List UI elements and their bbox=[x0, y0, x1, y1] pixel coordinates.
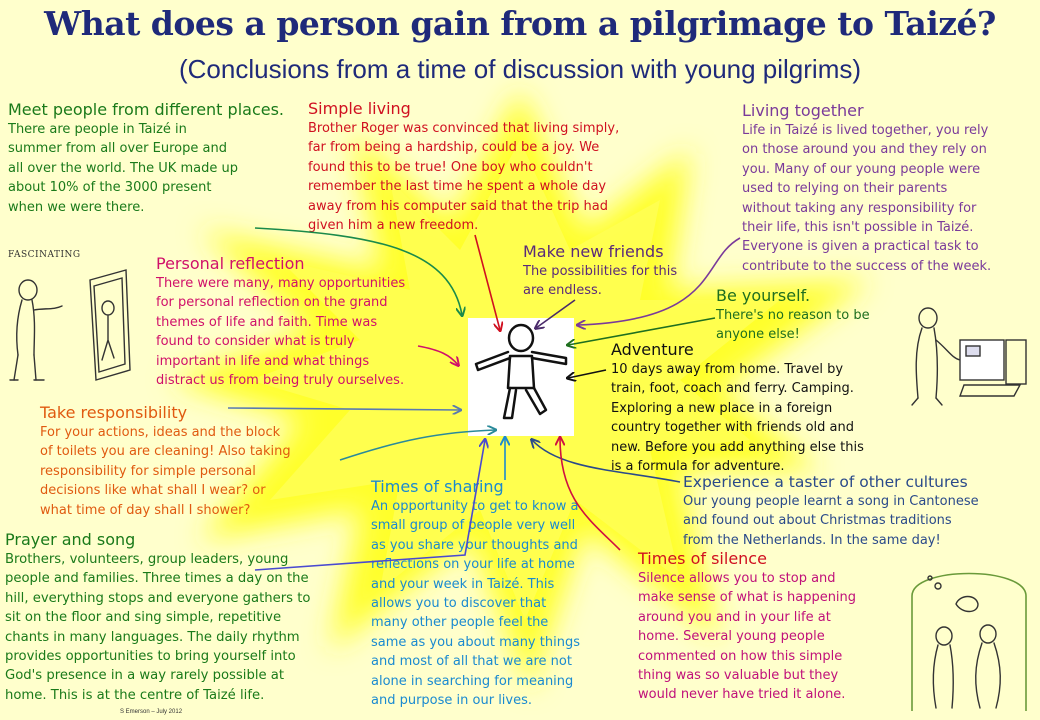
section-body: Brothers, volunteers, group leaders, you… bbox=[5, 552, 311, 703]
section-body: There's no reason to be anyone else! bbox=[716, 308, 870, 343]
section-body: Brother Roger was convinced that living … bbox=[308, 121, 620, 234]
section-heading: Make new friends bbox=[523, 242, 664, 261]
section-heading: Experience a taster of other cultures bbox=[683, 473, 968, 491]
section-times-of-sharing: Times of sharing An opportunity to get t… bbox=[371, 477, 631, 710]
section-make-friends: Make new friends The possibilities for t… bbox=[523, 242, 713, 301]
page-title: What does a person gain from a pilgrimag… bbox=[44, 4, 996, 43]
section-other-cultures: Experience a taster of other cultures Ou… bbox=[683, 472, 1038, 550]
section-body: There are people in Taizé in summer from… bbox=[8, 122, 238, 215]
man-mirror-sketch-icon bbox=[9, 269, 131, 381]
section-take-responsibility: Take responsibility For your actions, id… bbox=[40, 403, 340, 520]
section-heading: Times of sharing bbox=[371, 477, 504, 496]
section-personal-reflection: Personal reflection There were many, man… bbox=[156, 254, 456, 390]
section-body: Life in Taizé is lived together, you rel… bbox=[742, 123, 992, 274]
section-body: The possibilities for this are endless. bbox=[523, 264, 678, 299]
credit-text: S Emerson – July 2012 bbox=[120, 709, 183, 715]
section-heading: Prayer and song bbox=[5, 530, 136, 549]
section-body: An opportunity to get to know a small gr… bbox=[371, 499, 580, 709]
section-body: Our young people learnt a song in Canton… bbox=[683, 494, 979, 548]
section-heading: Personal reflection bbox=[156, 254, 305, 273]
section-heading: Take responsibility bbox=[40, 403, 188, 422]
section-times-of-silence: Times of silence Silence allows you to s… bbox=[638, 549, 898, 705]
two-people-talking-sketch-icon bbox=[911, 572, 1027, 711]
section-body: Silence allows you to stop and make sens… bbox=[638, 571, 857, 703]
section-heading: Times of silence bbox=[638, 549, 767, 568]
section-simple-living: Simple living Brother Roger was convince… bbox=[308, 99, 688, 235]
fascinating-label: FASCINATING bbox=[8, 250, 81, 260]
man-computer-sketch-icon bbox=[911, 307, 1027, 406]
section-be-yourself: Be yourself. There's no reason to be any… bbox=[716, 286, 906, 345]
section-body: For your actions, ideas and the block of… bbox=[40, 425, 291, 518]
section-heading: Be yourself. bbox=[716, 286, 811, 305]
section-meet-people: Meet people from different places. There… bbox=[8, 99, 288, 217]
stick-figure-icon bbox=[474, 323, 568, 420]
section-living-together: Living together Life in Taizé is lived t… bbox=[742, 101, 1040, 276]
section-body: 10 days away from home. Travel by train,… bbox=[611, 362, 864, 475]
section-heading: Adventure bbox=[611, 340, 694, 359]
section-prayer-and-song: Prayer and song Brothers, volunteers, gr… bbox=[5, 530, 365, 705]
section-adventure: Adventure 10 days away from home. Travel… bbox=[611, 340, 901, 476]
page-subtitle: (Conclusions from a time of discussion w… bbox=[178, 54, 862, 84]
section-heading: Living together bbox=[742, 101, 864, 120]
section-heading: Simple living bbox=[308, 99, 411, 118]
section-body: There were many, many opportunities for … bbox=[156, 276, 406, 389]
section-heading: Meet people from different places. bbox=[8, 100, 284, 119]
